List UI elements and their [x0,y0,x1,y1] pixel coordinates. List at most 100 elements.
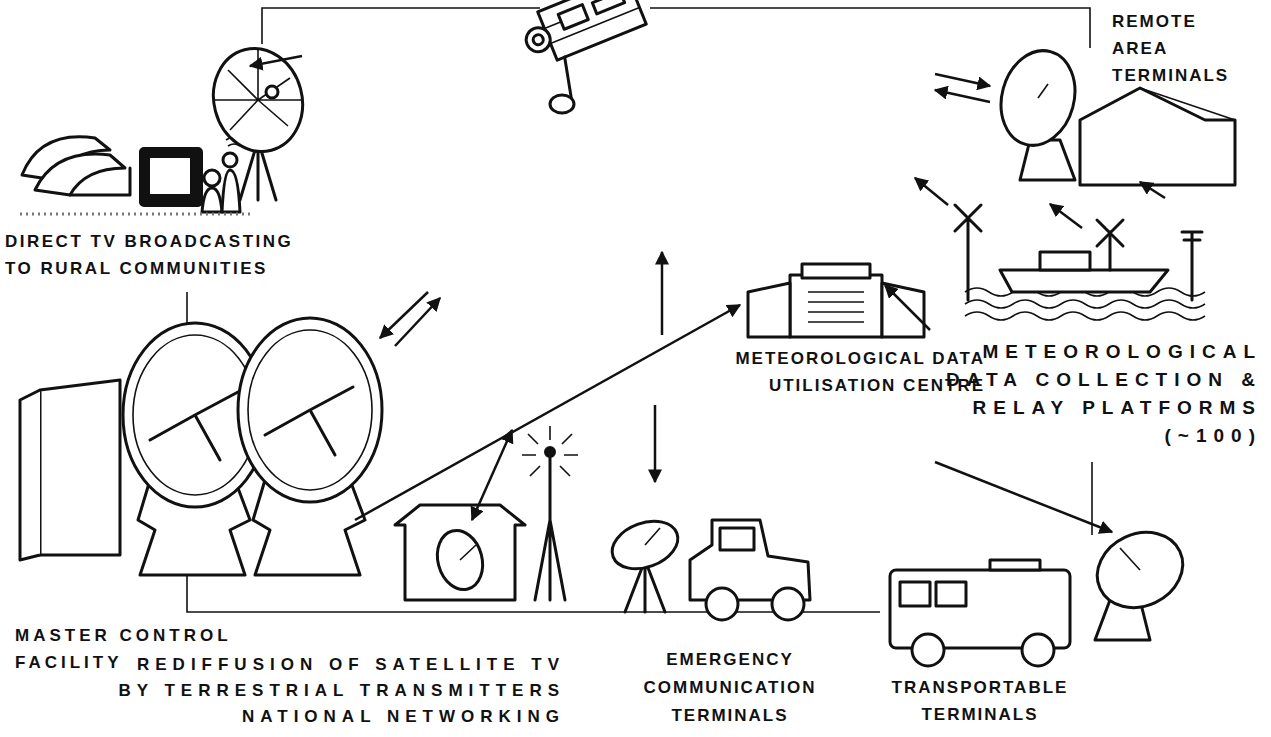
ship [1109,232,1112,270]
met-centre-building [748,283,790,337]
station-label: DIRECT TV BROADCASTING TO RURAL COMMUNIT… [5,228,310,282]
station-label: TRANSPORTABLE TERMINALS [880,674,1080,728]
ship [1040,252,1090,270]
met-centre-building [808,292,864,322]
tv-set [140,148,202,206]
satellite [523,24,554,55]
satellite-antenna [550,95,574,113]
data-arrow [935,462,1112,532]
data-arrow [1140,182,1165,198]
satellite [532,33,545,46]
satellite-antenna [550,95,574,113]
station-label: METEOROLOGICAL DATA UTILISATION CENTRE [705,345,985,399]
ship [1000,232,1168,292]
station-label: METEOROLOGICAL DATA COLLECTION & RELAY P… [917,338,1262,450]
transportable-dish [1120,548,1140,570]
truck [890,560,1070,666]
uplink-arrow [661,252,664,335]
frame-line [650,8,1090,48]
signal-arrow [250,56,302,66]
transmitter-tower [522,426,578,600]
villagers [223,153,237,167]
data-arrow [1050,204,1082,228]
truck [990,560,1040,570]
transportable-dish [1085,519,1195,640]
broadcast-dish [202,38,314,161]
truck [1022,634,1054,666]
master-dish [123,318,382,575]
ship [1000,270,1168,292]
villagers [202,137,242,212]
villagers [202,188,222,212]
uplink-arrow [380,292,428,338]
rediffusion-station [395,505,525,600]
data-platform [955,205,981,300]
jeep [706,588,738,620]
met-centre-building [790,275,882,337]
broadcast-dish [202,38,314,200]
data-platform [955,205,1202,300]
sea-waves [965,312,1205,320]
downlink-arrow [395,298,440,346]
master-dish [248,330,372,490]
met-centre-building [748,264,924,337]
data-link-arrow [355,305,740,520]
ground-dots [20,214,250,215]
station-label: EMERGENCY COMMUNICATION TERMINALS [635,646,825,730]
truck [912,634,944,666]
master-dish [238,318,382,502]
data-platform [1097,220,1123,246]
transmitter-tower [535,458,565,600]
jeep [690,520,810,620]
broadcast-dish [214,50,302,130]
control-building [20,390,40,560]
truck [936,582,966,606]
frame-line [187,8,1092,612]
satellite [592,0,624,14]
remote-dish [991,42,1085,153]
rediffusion-station [395,505,525,600]
rural-huts [70,168,130,195]
transmitter-tower [522,426,578,476]
remote-house [1080,88,1235,185]
emergency-dish [645,528,660,545]
uplink-arrow [935,74,990,86]
satellite [558,5,588,30]
relay-arrow [472,430,512,520]
data-arrow [885,285,930,330]
transmitter-tower [545,447,555,457]
master-dish [150,392,238,460]
jeep [772,588,804,620]
remote-house [1080,88,1235,185]
remote-dish [1038,84,1048,98]
emergency-dish [606,513,685,612]
transportable-dish [1085,519,1195,621]
station-label: REDIFFUSION OF SATELLITE TV BY TERRESTRI… [105,652,565,730]
satellite [538,0,646,60]
control-building [20,380,120,560]
satellite [544,0,639,43]
remote-house [1140,88,1235,120]
data-arrow [915,178,948,205]
downlink-arrow [935,90,990,102]
downlink-arrow [654,405,657,482]
sea-waves [965,300,1205,308]
rural-huts [35,154,125,195]
tv-set [150,158,190,194]
met-centre-building [802,264,870,278]
met-centre-building [882,283,924,337]
satellite [517,0,662,109]
rediffusion-station [460,545,476,560]
ground-dots [20,213,250,216]
control-building [40,380,120,555]
rediffusion-station [431,525,489,594]
data-platform [1182,232,1202,300]
emergency-dish [606,513,685,578]
remote-dish [991,42,1085,180]
rural-huts [22,137,130,195]
tv-set [140,148,202,206]
jeep [720,528,754,550]
villagers [222,170,240,212]
